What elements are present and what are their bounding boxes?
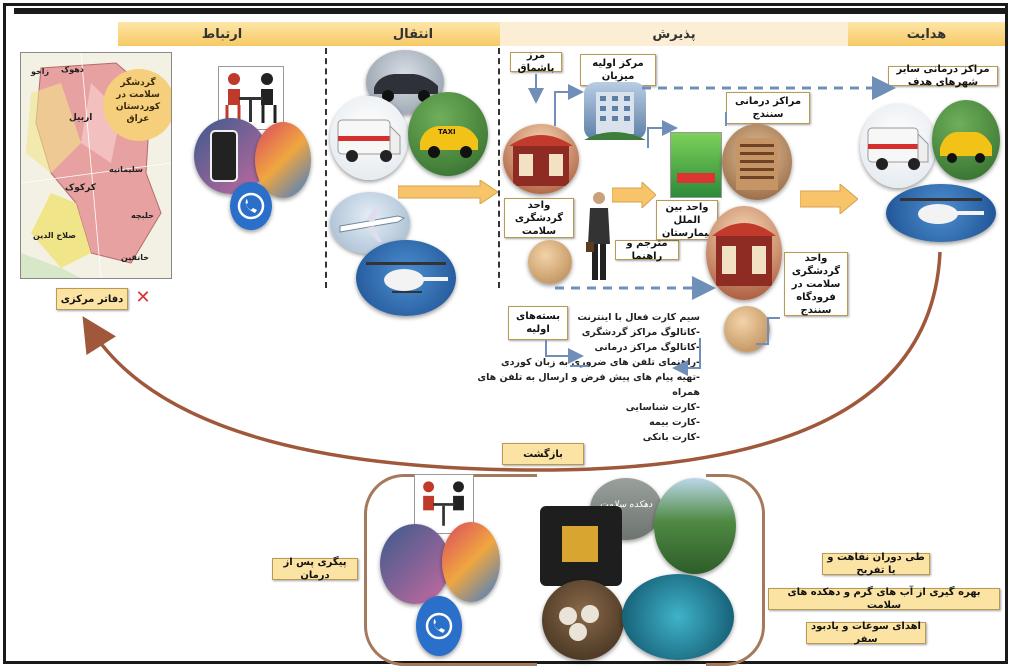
souvenir-box-icon <box>542 580 624 660</box>
airport-unit-label: واحد گردشگری سلامت در فرودگاه سنندج <box>784 252 848 316</box>
airport-booth-icon <box>706 206 782 300</box>
packages-label: بسته‌های اولیه <box>508 306 568 340</box>
package-icon <box>528 240 572 284</box>
list-item: -کارت شناسایی <box>625 402 700 413</box>
list-item: -کاتالوگ مراکز درمانی <box>594 342 701 353</box>
map-city: خانقین <box>121 253 149 262</box>
ambulance-icon <box>330 96 408 180</box>
phase-transfer: انتقال <box>326 22 500 46</box>
package-items-list: سیم کارت فعال با اینترنت -کاتالوگ مراکز … <box>470 310 700 445</box>
map-title: گردشگر سلامت در کوردستان عراق <box>115 78 161 125</box>
phase-guidance: هدایت <box>848 22 1005 46</box>
top-bar <box>14 8 1006 14</box>
booth-icon <box>503 124 579 194</box>
admission-arrow <box>611 180 657 210</box>
phase-admission: پذیرش <box>500 22 848 46</box>
phone-icon <box>416 596 462 656</box>
map-city: سلیمانیه <box>109 165 143 174</box>
phone-icon <box>230 182 272 230</box>
businessman-icon <box>586 190 612 284</box>
map-city: کرکوک <box>65 183 96 193</box>
bashmaq-border-label: مرز باشماق <box>510 50 562 74</box>
guidance-arrow <box>799 182 859 216</box>
map-icon <box>21 53 171 278</box>
list-item: -کاتالوگ مراکز گردشگری <box>581 327 700 338</box>
tourism-unit-label: واحد گردشگری سلامت <box>504 198 574 238</box>
central-offices-label: دفاتر مرکزی <box>56 288 128 310</box>
recovery-label: طی دوران نقاهت و یا تفریح <box>822 552 930 576</box>
map-city: صلاح الدین <box>33 231 76 240</box>
village-sign-text: دهکده سلامت <box>599 500 653 510</box>
return-label: بازگشت <box>502 443 584 465</box>
map-city: دهوک <box>61 65 84 74</box>
list-item: -کارت بانکی <box>642 432 700 443</box>
taxi-icon <box>932 100 1000 180</box>
souvenirs-label: اهدای سوغات و یادبود سفر <box>806 621 926 645</box>
cross-mark-icon: ✕ <box>135 286 151 308</box>
transfer-arrow <box>397 179 499 205</box>
kurdistan-map: گردشگر سلامت در کوردستان عراق زاخو دهوک … <box>20 52 172 279</box>
translator-label: مترجم و راهنما <box>615 238 679 262</box>
helicopter-icon <box>356 240 456 316</box>
helicopter-icon <box>886 184 996 242</box>
meeting-icon <box>414 474 474 534</box>
ambulance-icon <box>860 104 936 188</box>
gift-box-icon <box>540 506 622 586</box>
social-apps-icon <box>255 122 311 198</box>
primary-host-label: مرکز اولیه میزبان <box>580 54 656 86</box>
separator-dashed <box>498 48 500 288</box>
sanandaj-centers-label: مراکز درمانی سنندج <box>726 92 810 124</box>
list-item: سیم کارت فعال با اینترنت <box>577 312 700 323</box>
followup-label: پیگری پس از درمان <box>272 557 358 581</box>
smartphone-apps-icon <box>380 524 450 604</box>
list-item: -کارت بیمه <box>649 417 700 428</box>
separator-dashed <box>325 48 327 288</box>
hospital-icon <box>584 82 646 140</box>
map-city: حلبچه <box>131 211 154 220</box>
taxi-sign: TAXI <box>438 128 456 136</box>
taxi-icon: TAXI <box>408 92 488 176</box>
phase-communication: ارتباط <box>118 22 326 46</box>
intl-unit-label: واحد بین الملل بیمارستان <box>656 200 718 240</box>
list-item: -تهیه پیام های پیش فرض و ارسال به تلفن ه… <box>477 372 700 398</box>
list-item: -راهنمای تلفن های ضروری به زبان کوردی <box>500 357 700 368</box>
right-bracket <box>706 474 765 666</box>
map-city: اربیل <box>69 113 93 123</box>
intl-unit-photo <box>670 132 722 198</box>
hospital-building-icon <box>722 124 792 200</box>
map-city: زاخو <box>31 67 50 76</box>
hot-springs-label: بهره گیری از آب های گرم و دهکده های سلام… <box>768 587 1000 611</box>
social-apps-icon <box>442 522 500 602</box>
